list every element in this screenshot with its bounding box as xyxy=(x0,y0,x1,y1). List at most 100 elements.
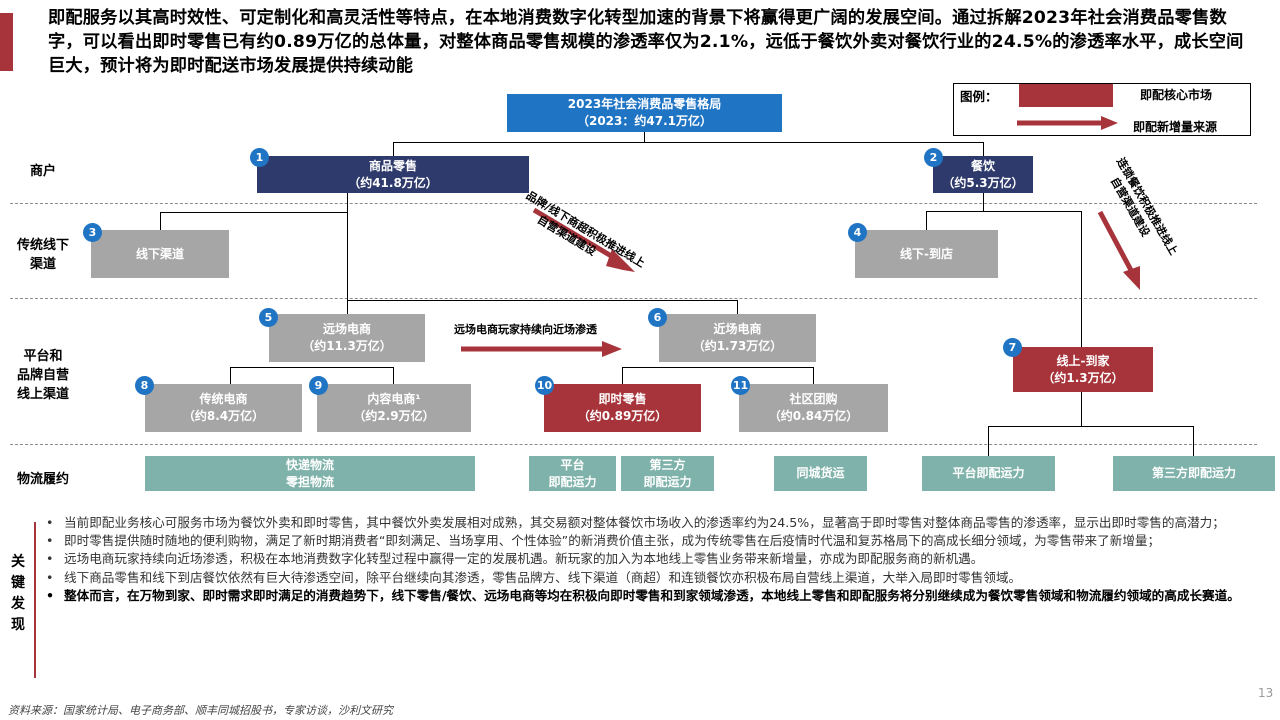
row-divider xyxy=(10,298,1257,299)
node-number-badge: 3 xyxy=(83,223,102,242)
node-title: 近场电商 xyxy=(713,322,762,336)
logistics-label: 快递物流 xyxy=(285,457,334,472)
connector-line xyxy=(393,142,394,156)
key-findings-label: 关键发现 xyxy=(11,554,25,633)
node-title: 内容电商¹ xyxy=(367,392,421,406)
node-number-badge: 10 xyxy=(535,376,554,395)
source-note: 资料来源：国家统计局、电子商务部、顺丰同城招股书，专家访谈，沙利文研究 xyxy=(8,704,393,717)
key-findings-list: 当前即配业务核心可服务市场为餐饮外卖和即时零售，其中餐饮外卖发展相对成熟，其交易… xyxy=(46,514,1256,605)
connector-line xyxy=(926,211,1081,212)
node-goods-retail: 商品零售 （约41.8万亿） xyxy=(257,156,529,193)
connector-line xyxy=(1081,211,1082,347)
arrow-label-far-to-near: 远场电商玩家持续向近场渗透 xyxy=(454,323,597,336)
connector-line xyxy=(1193,426,1194,456)
connector-line xyxy=(393,142,983,143)
connector-line xyxy=(160,212,161,230)
row-label-merchant: 商户 xyxy=(29,164,56,179)
title-accent-bar xyxy=(0,13,13,71)
logistics-label: 即配运力 xyxy=(548,474,597,489)
key-findings-bar xyxy=(34,522,36,678)
connector-line xyxy=(983,142,984,156)
connector-line xyxy=(988,426,1193,427)
connector-line xyxy=(1081,392,1082,426)
node-title: 传统电商 xyxy=(199,392,248,406)
legend-core-label: 即配核心市场 xyxy=(1140,88,1213,102)
row-divider xyxy=(10,203,1257,204)
finding-item: 当前即配业务核心可服务市场为餐饮外卖和即时零售，其中餐饮外卖发展相对成熟，其交易… xyxy=(46,514,1256,531)
node-value: （约2.9万亿） xyxy=(353,409,435,423)
connector-line xyxy=(230,367,393,368)
node-title: 远场电商 xyxy=(322,322,371,336)
connector-line xyxy=(988,426,989,456)
legend-title: 图例： xyxy=(960,89,998,104)
node-number-badge: 8 xyxy=(135,376,154,395)
node-far-field-ecommerce: 远场电商 （约11.3万亿） xyxy=(269,314,425,362)
headline: 即配服务以其高时效性、可定制化和高灵活性等特点，在本地消费数字化转型加速的背景下… xyxy=(48,8,1244,76)
node-title: 社区团购 xyxy=(789,392,838,406)
legend-box xyxy=(953,83,1251,136)
logistics-platform-instant: 平台 即配运力 xyxy=(529,456,616,491)
finding-summary: 整体而言，在万物到家、即时需求即时满足的消费趋势下，线下零售/餐饮、远场电商等均… xyxy=(46,587,1256,604)
flow-arrow-icon xyxy=(461,341,622,357)
logistics-label: 平台 xyxy=(560,457,585,472)
connector-line xyxy=(737,300,738,314)
logistics-express-freight: 快递物流 零担物流 xyxy=(145,456,475,491)
node-value: （2023：约47.1万亿） xyxy=(576,114,712,128)
node-title: 餐饮 xyxy=(970,158,995,173)
node-online-delivery: 线上-到家 （约1.3万亿） xyxy=(1013,347,1153,392)
node-number-badge: 11 xyxy=(731,376,750,395)
node-value: （约1.3万亿） xyxy=(1042,370,1124,385)
node-number-badge: 5 xyxy=(259,308,278,327)
connector-line xyxy=(983,193,984,211)
connector-line xyxy=(230,367,231,384)
node-number-badge: 9 xyxy=(309,376,328,395)
node-value: （约5.3万亿） xyxy=(942,175,1024,190)
connector-line xyxy=(926,211,927,230)
flow-arrow-icon xyxy=(1097,210,1140,290)
row-label-offline: 传统线下 渠道 xyxy=(16,238,69,272)
logistics-third-party-instant: 第三方 即配运力 xyxy=(621,456,714,491)
finding-item: 线下商品零售和线下到店餐饮依然有巨大待渗透空间，除平台继续向其渗透，零售品牌方、… xyxy=(46,569,1256,586)
node-number-badge: 2 xyxy=(924,148,943,167)
connector-line xyxy=(622,367,813,368)
logistics-intracity-freight: 同城货运 xyxy=(774,456,867,491)
node-number-badge: 4 xyxy=(848,223,867,242)
node-value: （约41.8万亿） xyxy=(348,175,438,190)
total-retail-node: 2023年社会消费品零售格局 （2023：约47.1万亿） xyxy=(507,94,782,132)
legend-arrow-icon xyxy=(1017,116,1118,130)
legend-core-swatch xyxy=(1019,84,1113,107)
node-catering: 餐饮 （约5.3万亿） xyxy=(933,156,1033,193)
logistics-label: 同城货运 xyxy=(796,466,845,480)
node-title: 即时零售 xyxy=(598,392,647,406)
node-title: 线下-到店 xyxy=(900,246,953,261)
logistics-label: 零担物流 xyxy=(285,474,334,489)
logistics-third-party-instant-capacity: 第三方即配运力 xyxy=(1113,456,1275,491)
row-label-platform: 平台和 品牌自营 线上渠道 xyxy=(16,349,69,402)
connector-line xyxy=(160,212,348,213)
node-title: 线上-到家 xyxy=(1056,353,1110,368)
node-community-group-buying: 社区团购 （约0.84万亿） xyxy=(739,384,888,432)
node-value: （约0.89万亿） xyxy=(577,409,668,423)
node-offline-dine-in: 线下-到店 xyxy=(855,230,998,278)
logistics-label: 第三方 xyxy=(649,457,686,472)
connector-line xyxy=(622,367,623,384)
connector-line xyxy=(347,193,348,300)
row-label-logistics: 物流履约 xyxy=(16,472,69,487)
node-value: （约1.73万亿） xyxy=(692,339,783,353)
node-number-badge: 6 xyxy=(648,308,667,327)
node-content-ecommerce: 内容电商¹ （约2.9万亿） xyxy=(317,384,471,432)
node-traditional-ecommerce: 传统电商 （约8.4万亿） xyxy=(145,384,302,432)
node-title: 线下渠道 xyxy=(135,246,184,261)
node-offline-channel: 线下渠道 xyxy=(91,230,229,278)
logistics-platform-instant-capacity: 平台即配运力 xyxy=(922,456,1055,491)
logistics-label: 平台即配运力 xyxy=(952,466,1025,480)
page-number: 13 xyxy=(1258,686,1274,700)
node-instant-retail: 即时零售 （约0.89万亿） xyxy=(544,384,701,432)
node-value: （约8.4万亿） xyxy=(182,409,265,423)
finding-item: 即时零售提供随时随地的便利购物，满足了新时期消费者“即刻满足、当场享用、个性体验… xyxy=(46,532,1256,549)
logistics-label: 即配运力 xyxy=(643,474,692,489)
connector-line xyxy=(644,132,645,142)
finding-item: 远场电商玩家持续向近场渗透，积极在本地消费数字化转型过程中赢得一定的发展机遇。新… xyxy=(46,550,1256,567)
node-near-field-ecommerce: 近场电商 （约1.73万亿） xyxy=(659,314,816,362)
node-value: （约11.3万亿） xyxy=(302,339,392,353)
